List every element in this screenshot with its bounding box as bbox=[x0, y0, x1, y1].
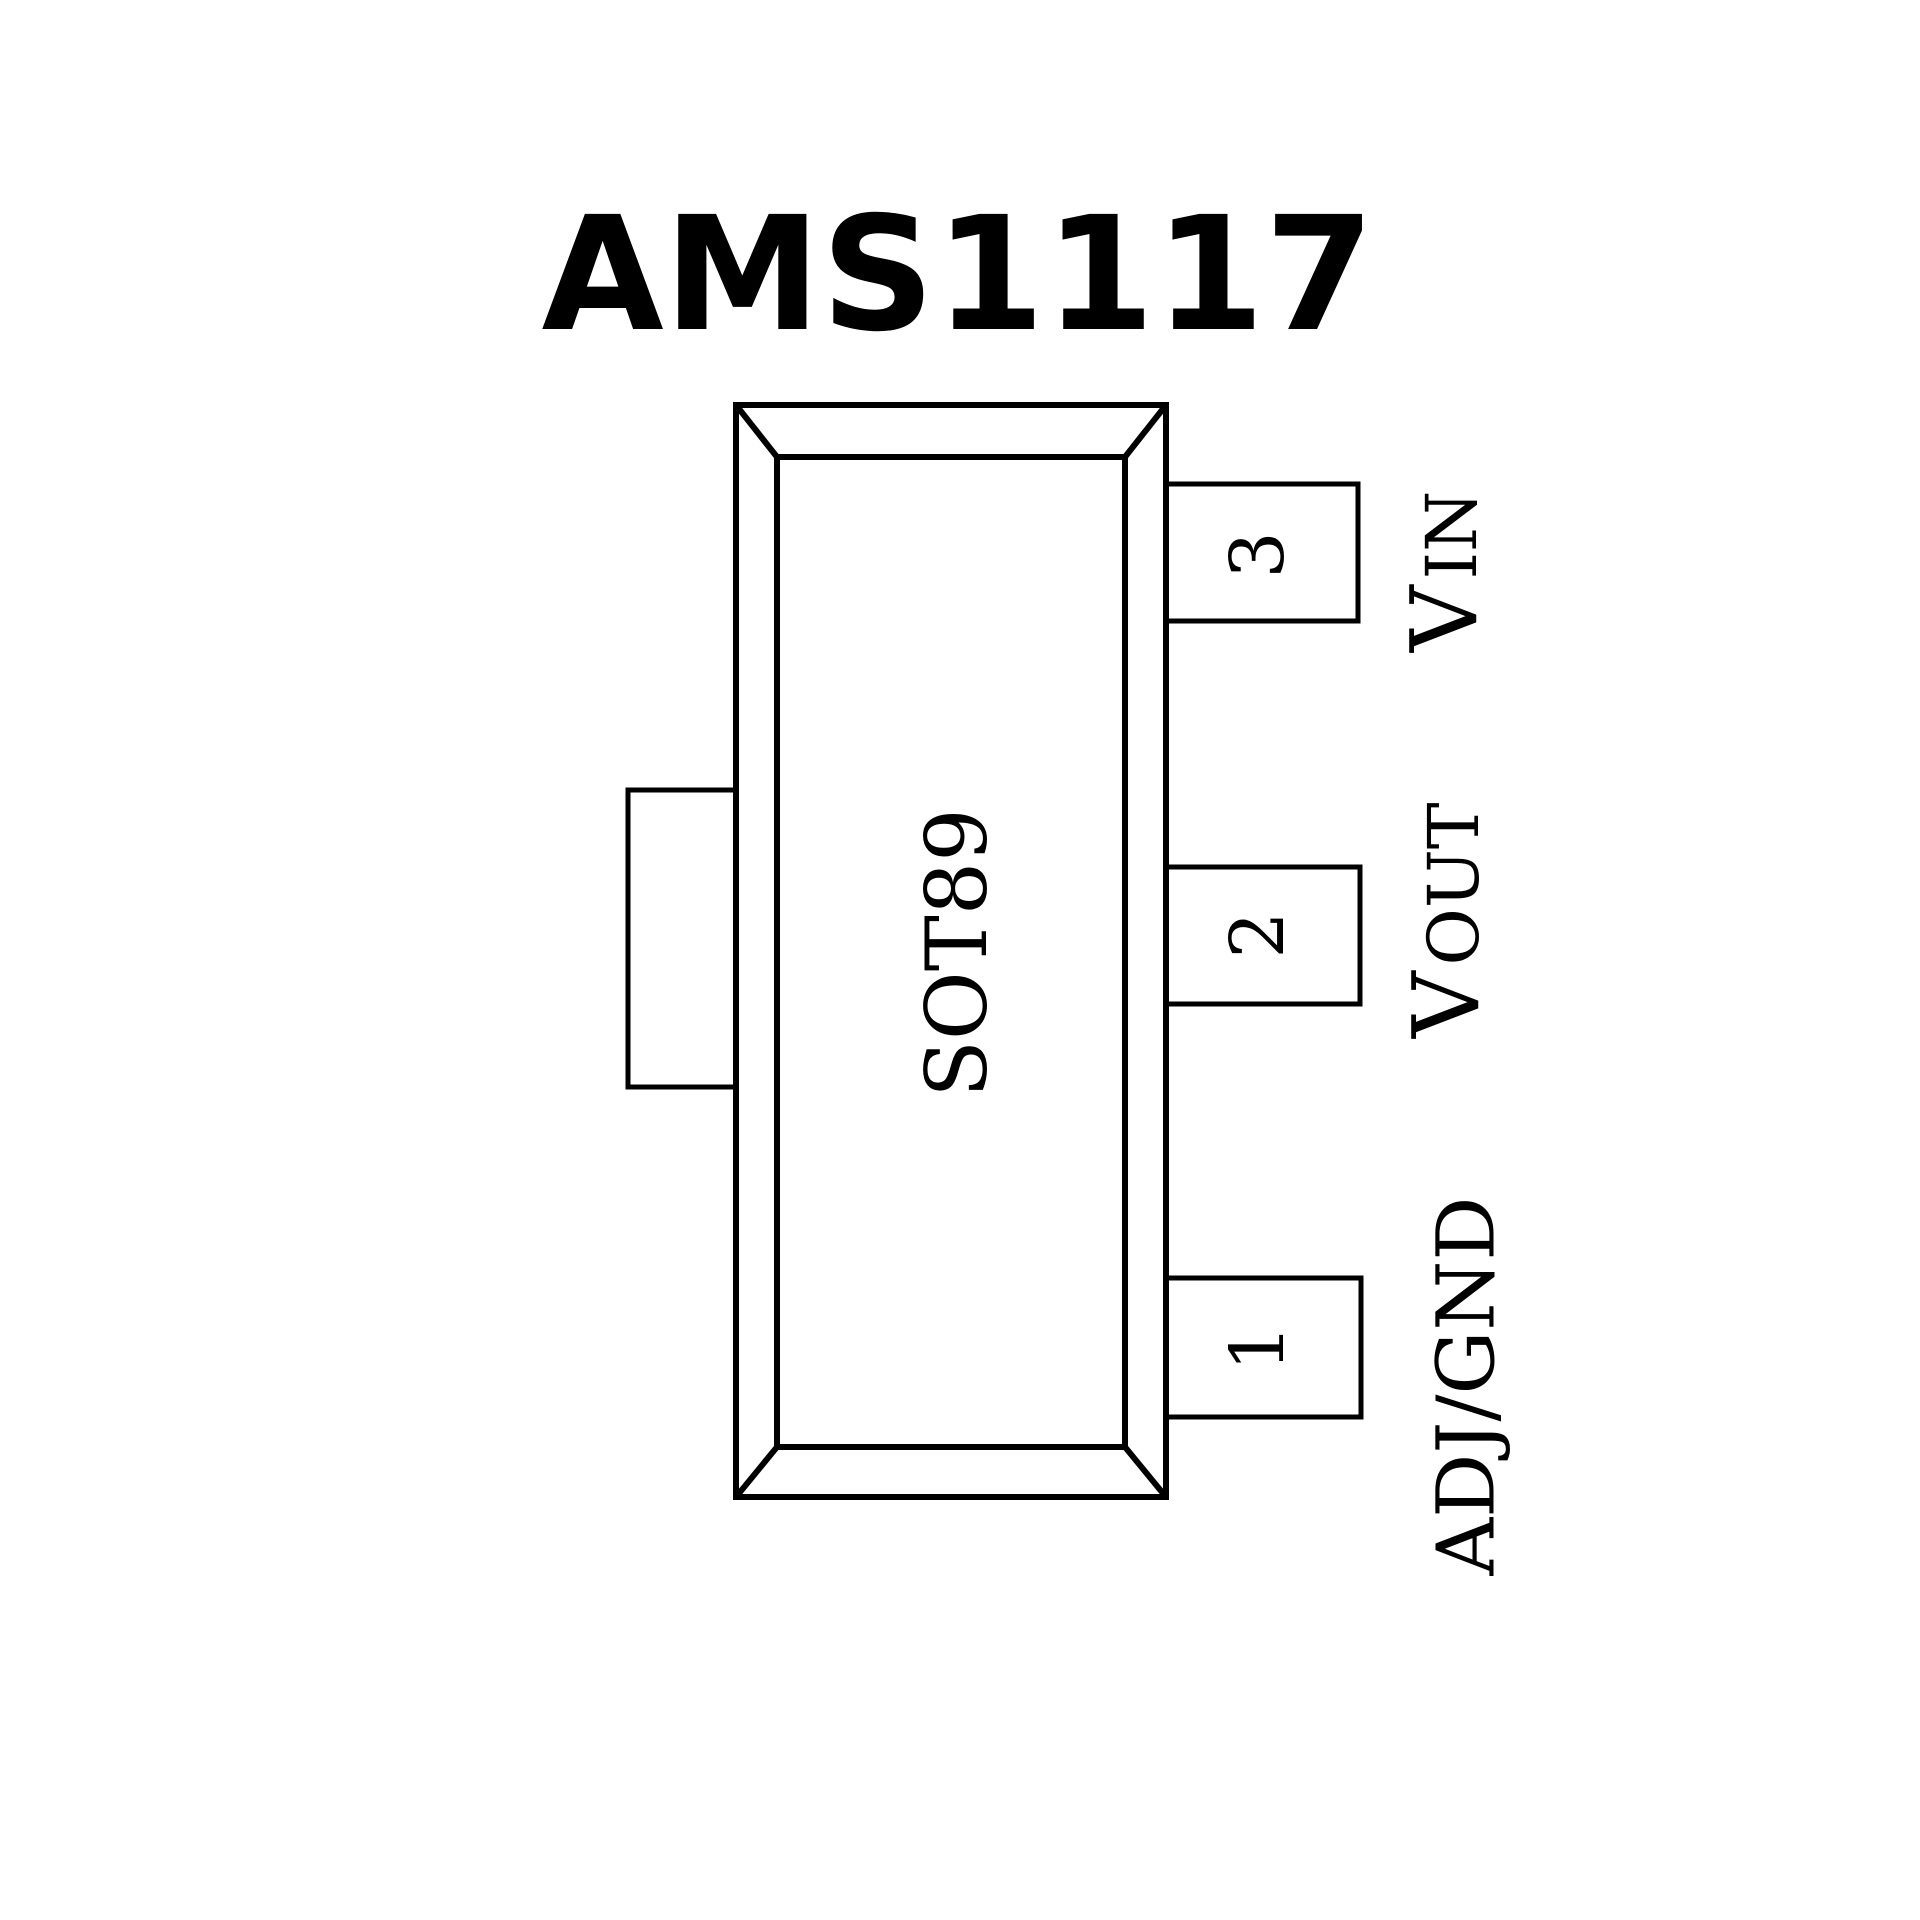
bevel-line-top-left bbox=[733, 403, 780, 459]
pin-1-label: ADJ/GND bbox=[1420, 1197, 1513, 1577]
pin-2-number: 2 bbox=[1215, 911, 1301, 958]
pin-3-number: 3 bbox=[1215, 531, 1301, 578]
pin-3-label: VIN bbox=[1391, 491, 1498, 653]
package-name: SOT89 bbox=[908, 808, 1006, 1097]
heatsink-tab bbox=[625, 787, 739, 1090]
pin-1-lead bbox=[1166, 1275, 1364, 1420]
pin-2-label: VOUT bbox=[1393, 802, 1500, 1039]
pin-1-number: 1 bbox=[1215, 1324, 1301, 1371]
pin-3-label-sub: IN bbox=[1411, 491, 1493, 580]
chip-title: AMS1117 bbox=[541, 183, 1374, 367]
bevel-line-bottom-right bbox=[1122, 1445, 1169, 1499]
pin-3-label-main: V bbox=[1391, 584, 1498, 653]
pin-2-lead bbox=[1166, 864, 1363, 1007]
bevel-line-bottom-left bbox=[733, 1445, 780, 1499]
pin-3-lead bbox=[1166, 481, 1361, 624]
pin-2-label-sub: OUT bbox=[1413, 802, 1495, 965]
pin-2-label-main: V bbox=[1393, 970, 1500, 1039]
package-body-inner bbox=[774, 454, 1128, 1450]
bevel-line-top-right bbox=[1122, 403, 1169, 459]
pin-3: 3 VIN bbox=[1166, 481, 1498, 653]
package-body-outer bbox=[733, 402, 1169, 1500]
pin-1: 1 ADJ/GND bbox=[1166, 1197, 1513, 1577]
pin-2: 2 VOUT bbox=[1166, 802, 1500, 1039]
